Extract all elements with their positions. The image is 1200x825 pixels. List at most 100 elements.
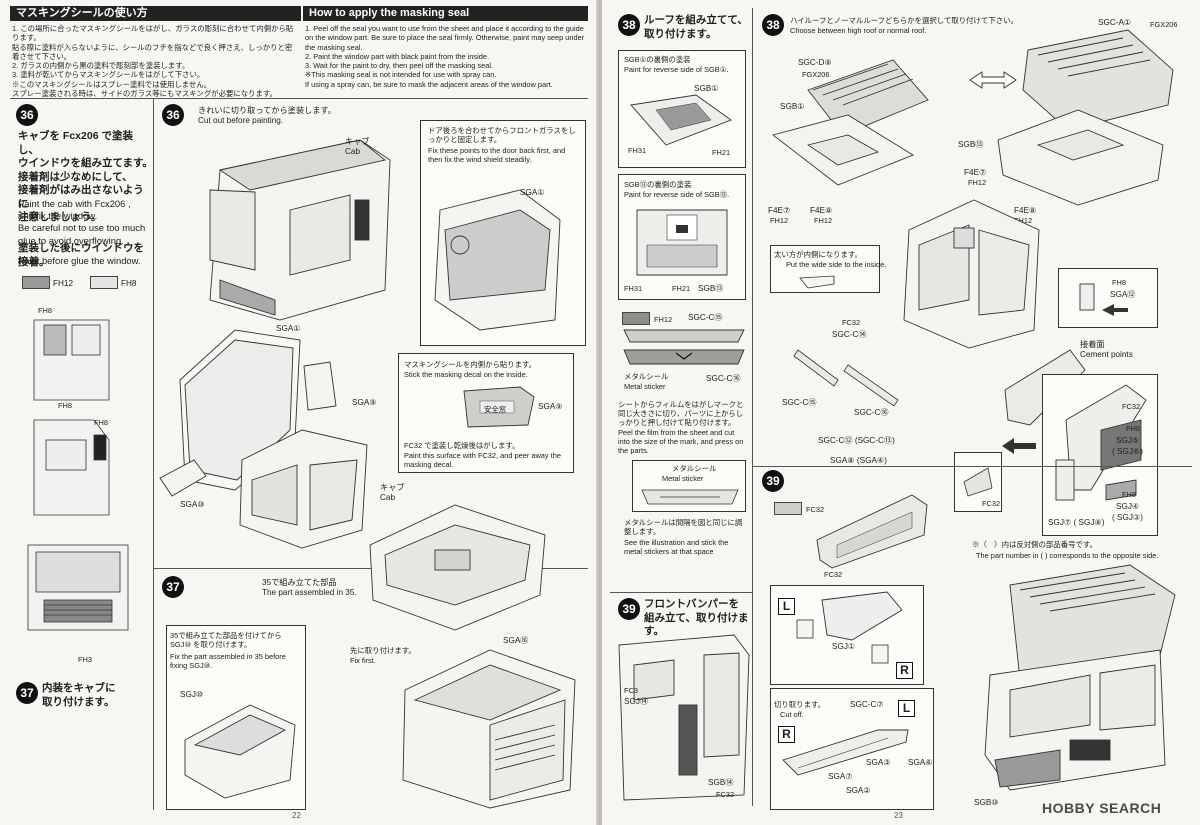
part-label: SGB① [694, 84, 719, 93]
paint-callout: FH21 [712, 148, 731, 157]
cab-frame-drawing [239, 429, 368, 549]
paint-callout: FGX206 [802, 70, 830, 79]
part-label: SGC-D⑨ [798, 58, 832, 67]
window-detail-drawing [434, 189, 561, 331]
step-36-text-jp: キャブを Fcx206 で塗装し、 ウインドウを組み立てます。 接着剤は少なめに… [18, 130, 153, 225]
sga12-drawing [1079, 283, 1128, 316]
cab-paint-views [27, 319, 129, 631]
masking-header-jp: マスキングシールの使い方 [10, 6, 301, 21]
paint-callout: FH31 [624, 284, 643, 293]
paint-callout: FH8 [1122, 490, 1136, 499]
paint-callout: FH12 [1014, 216, 1033, 225]
grille-bars [793, 349, 899, 407]
detail-note-jp: ドア後ろを合わせてからフロントガラスをしっかりと固定します。 [428, 126, 576, 144]
part-label: SGA⑨ [352, 398, 377, 407]
sga12-box [1058, 268, 1158, 328]
part-label: SGJ⑦ ( SGJ⑧) [1048, 518, 1105, 527]
part-label: SGA⑧ (SGA④) [830, 456, 887, 465]
right-side-marker: R [778, 726, 795, 743]
fix-first-en: Fix first. [350, 656, 376, 665]
normal-roof-drawing [772, 59, 929, 186]
sgb1-underside [630, 94, 732, 146]
paint-callout: FC32 [1122, 402, 1141, 411]
part-label: SGJ⑭ [624, 697, 649, 706]
masking-decal-drawing [463, 386, 535, 428]
text-line: and fix the window. [18, 210, 98, 222]
text-line: キャブを Fcx206 で塗装し、 [18, 130, 133, 156]
paint-callout: FH12 [770, 216, 789, 225]
note-line: 3. 塗料が乾いてからマスキングシールをはがして下さい。 [12, 70, 205, 80]
part-label: SGA② [846, 786, 871, 795]
cut-note-jp: きれいに切り取ってから塗装します。 [198, 106, 336, 115]
direction-arrow [1002, 438, 1036, 454]
part-label: SGJ⑤ [1116, 436, 1140, 445]
part-label: F4E⑦ [964, 168, 987, 177]
interior-detail-drawing [184, 704, 296, 799]
metal-label-jp: メタルシール [624, 372, 669, 381]
rear-window-part [159, 459, 207, 497]
box-note-jp: SGB①の裏側の塗装 [624, 55, 691, 64]
mask-decal-text: 安全窓 [484, 405, 507, 414]
text-line: ウインドウを組み立てます。 [18, 157, 153, 169]
step-38-number-diagram: 38 [762, 14, 784, 36]
text-line: 注意しましょう。 [18, 211, 102, 223]
divider [10, 98, 588, 99]
part-label: SGC-C⑦ [850, 700, 884, 709]
side-window-part [303, 361, 337, 411]
paint-callout: FH8 [1112, 278, 1126, 287]
paint-callout: FH31 [628, 146, 647, 155]
cab-body-drawing [209, 139, 391, 321]
paint-callout: FH3 [78, 655, 92, 664]
step-36-text2-en: Paint before glue the window. [18, 255, 141, 266]
part-label: SGC-C⑮ [688, 313, 723, 322]
part-label: SGA⑩ [180, 500, 205, 509]
divider [153, 568, 588, 569]
cut-note-jp: 切り取ります。 [774, 700, 825, 709]
high-roof-drawing [997, 29, 1174, 206]
watermark: HOBBY SEARCH [1042, 800, 1162, 816]
paint-callout: FH8 [38, 306, 52, 315]
part-label: SGA① [276, 324, 301, 333]
cab-label-en: Cab [345, 147, 361, 156]
note-line: ※This masking seal is not intended for u… [305, 70, 497, 80]
paint-callout: FC32 [824, 570, 843, 579]
part-label: SGB① [780, 102, 805, 111]
fc-note-jp: FC32 で塗装し乾燥後はがします。 [404, 441, 520, 450]
step-39-text-jp: フロントバンパーを 組み立て、取り付けます。 [644, 598, 756, 639]
part-label: SGA⑦ [828, 772, 853, 781]
cement-en: Cement points [1080, 350, 1133, 359]
paint-callout: FC32 [982, 499, 1001, 508]
wide-side-part [799, 275, 835, 289]
fix-first-jp: 先に取り付けます。 [350, 646, 416, 655]
divider [752, 8, 753, 806]
cut-note-en: Cut out before painting. [198, 116, 284, 125]
part-label: SGC-C⑯ [854, 408, 889, 417]
assembled-jp: 35で組み立てた部品 [262, 578, 337, 587]
part-label: SGA① [520, 188, 545, 197]
part-label: SGB⑭ [708, 778, 734, 787]
assembled-en: The part assembled in 35. [262, 588, 357, 597]
metal-sticker-drawing [641, 489, 739, 505]
masking-header-en: How to apply the masking seal [303, 6, 588, 21]
cut-note-en: Cut off. [780, 710, 804, 719]
paint-callout: FC32 [842, 318, 861, 327]
final-truck-drawing [984, 564, 1176, 791]
note-line: スプレー塗装される時は、サイドのガラス等にもマスキングが必要になります。 [12, 89, 277, 99]
part-label: SGA③ [866, 758, 891, 767]
detail-note-en: Fix these points to the door back first,… [428, 146, 566, 164]
part-label: SGC-C⑫ (SGC-C⑬) [818, 436, 895, 445]
part-label: SGA⑯ [503, 636, 529, 645]
text-line: 取り付けます。 [42, 695, 115, 708]
opposite-note-jp: ※（ ）内は反対側の部品番号です。 [972, 540, 1097, 549]
part-label: SGA⑨ [538, 402, 563, 411]
left-side-marker: L [778, 598, 795, 615]
note-line: 2. ガラスの内側から黒の塗料で彫刻部を塗装します。 [12, 61, 190, 71]
text-line: Be careful not to use too much [18, 222, 146, 234]
cab2-label-en: Cab [380, 493, 396, 502]
note-line: 1. この場所に合ったマスキングシールをはがし、ガラスの彫刻に合わせて内側から貼… [12, 24, 294, 43]
film-note-jp: シートからフィルムをはがしマークと同じ大きさに切り、パーツに上からしっかりと押し… [618, 400, 744, 427]
film-note-en: Peel the film from the sheet and cut int… [618, 428, 744, 455]
masking-notes-en: 1. Peel off the seal you want to use fro… [305, 24, 588, 89]
fix-note-en: Fix the part assembled in 35 before fixi… [170, 652, 286, 670]
text-line: 内装をキャブに [42, 682, 116, 694]
